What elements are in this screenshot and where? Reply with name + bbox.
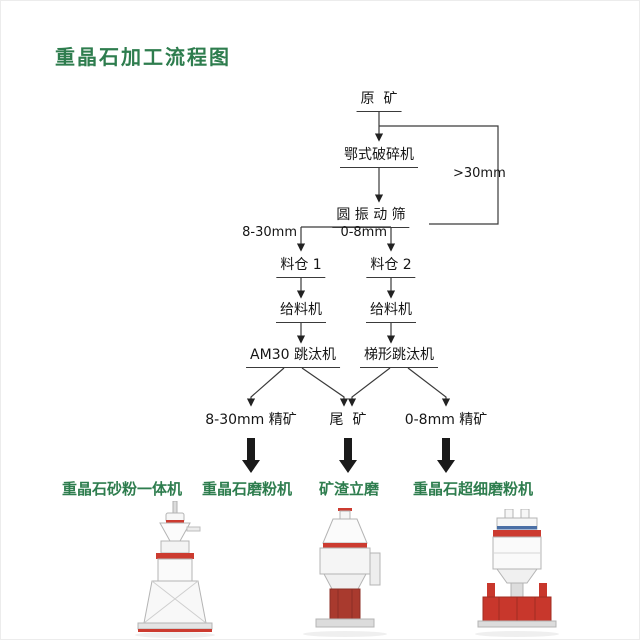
product-label-slag-vertical-mill: 矿渣立磨 — [318, 480, 380, 498]
product-label-sand-powder-machine: 重晶石砂粉一体机 — [61, 480, 183, 498]
ultrafine-mill-image — [475, 509, 559, 637]
node-raw-ore: 原 矿 — [356, 91, 402, 112]
node-feeder-1: 给料机 — [276, 302, 326, 323]
node-bin-2: 料仓 2 — [366, 257, 416, 278]
node-bin-1: 料仓 1 — [276, 257, 326, 278]
raymond-mill-image — [135, 501, 215, 638]
node-jaw-crusher: 鄂式破碎机 — [340, 147, 418, 168]
product-label-ultrafine-mill: 重晶石超细磨粉机 — [412, 480, 534, 498]
label-size-0-8mm: 0-8mm — [340, 225, 387, 240]
node-jig-trapezoid: 梯形跳汰机 — [360, 347, 438, 368]
node-tailings: 尾 矿 — [329, 412, 367, 428]
node-concentrate-8-30: 8-30mm 精矿 — [205, 412, 297, 428]
node-jig-am30: AM30 跳汰机 — [246, 347, 340, 368]
product-label-grinding-mill: 重晶石磨粉机 — [201, 480, 293, 498]
node-feeder-2: 给料机 — [366, 302, 416, 323]
label-size-8-30mm: 8-30mm — [242, 225, 297, 240]
thick-down-arrows — [242, 438, 455, 473]
vertical-roller-mill-image — [303, 508, 387, 637]
page-title: 重晶石加工流程图 — [55, 45, 231, 69]
node-concentrate-0-8: 0-8mm 精矿 — [404, 412, 488, 428]
node-vibrating-screen: 圆 振 动 筛 — [332, 207, 410, 228]
label-oversize-30mm: >30mm — [453, 166, 506, 181]
